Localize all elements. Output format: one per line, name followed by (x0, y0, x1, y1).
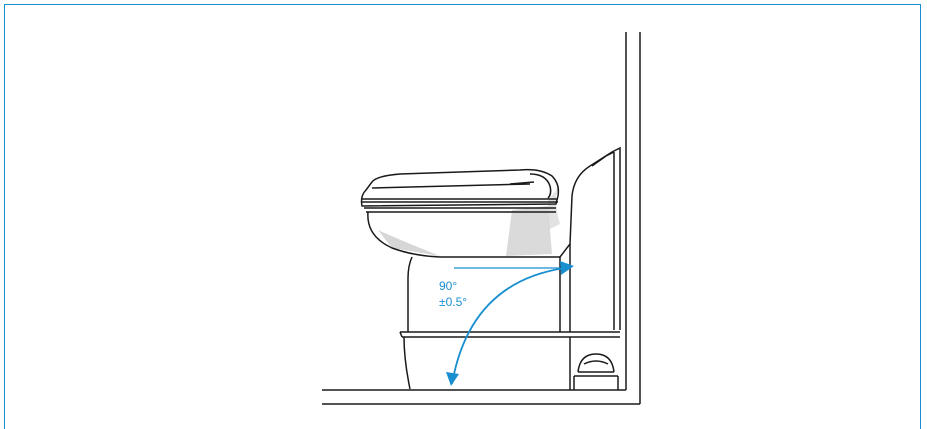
toilet-seat-lid (360, 168, 560, 209)
angle-value-label: 90° (439, 279, 458, 293)
wall (625, 32, 641, 404)
floor (322, 389, 640, 405)
toilet-bowl (366, 211, 560, 258)
angle-tolerance-label: ±0.5° (439, 295, 468, 309)
rear-housing (559, 146, 621, 332)
arrow-head-top (560, 261, 574, 275)
arrow-head-bottom (446, 372, 459, 386)
bowl-shading (378, 186, 560, 256)
toilet-base (399, 256, 620, 390)
figure-frame (4, 4, 921, 429)
angle-arc (451, 267, 566, 385)
outlet-fitting (573, 353, 619, 390)
